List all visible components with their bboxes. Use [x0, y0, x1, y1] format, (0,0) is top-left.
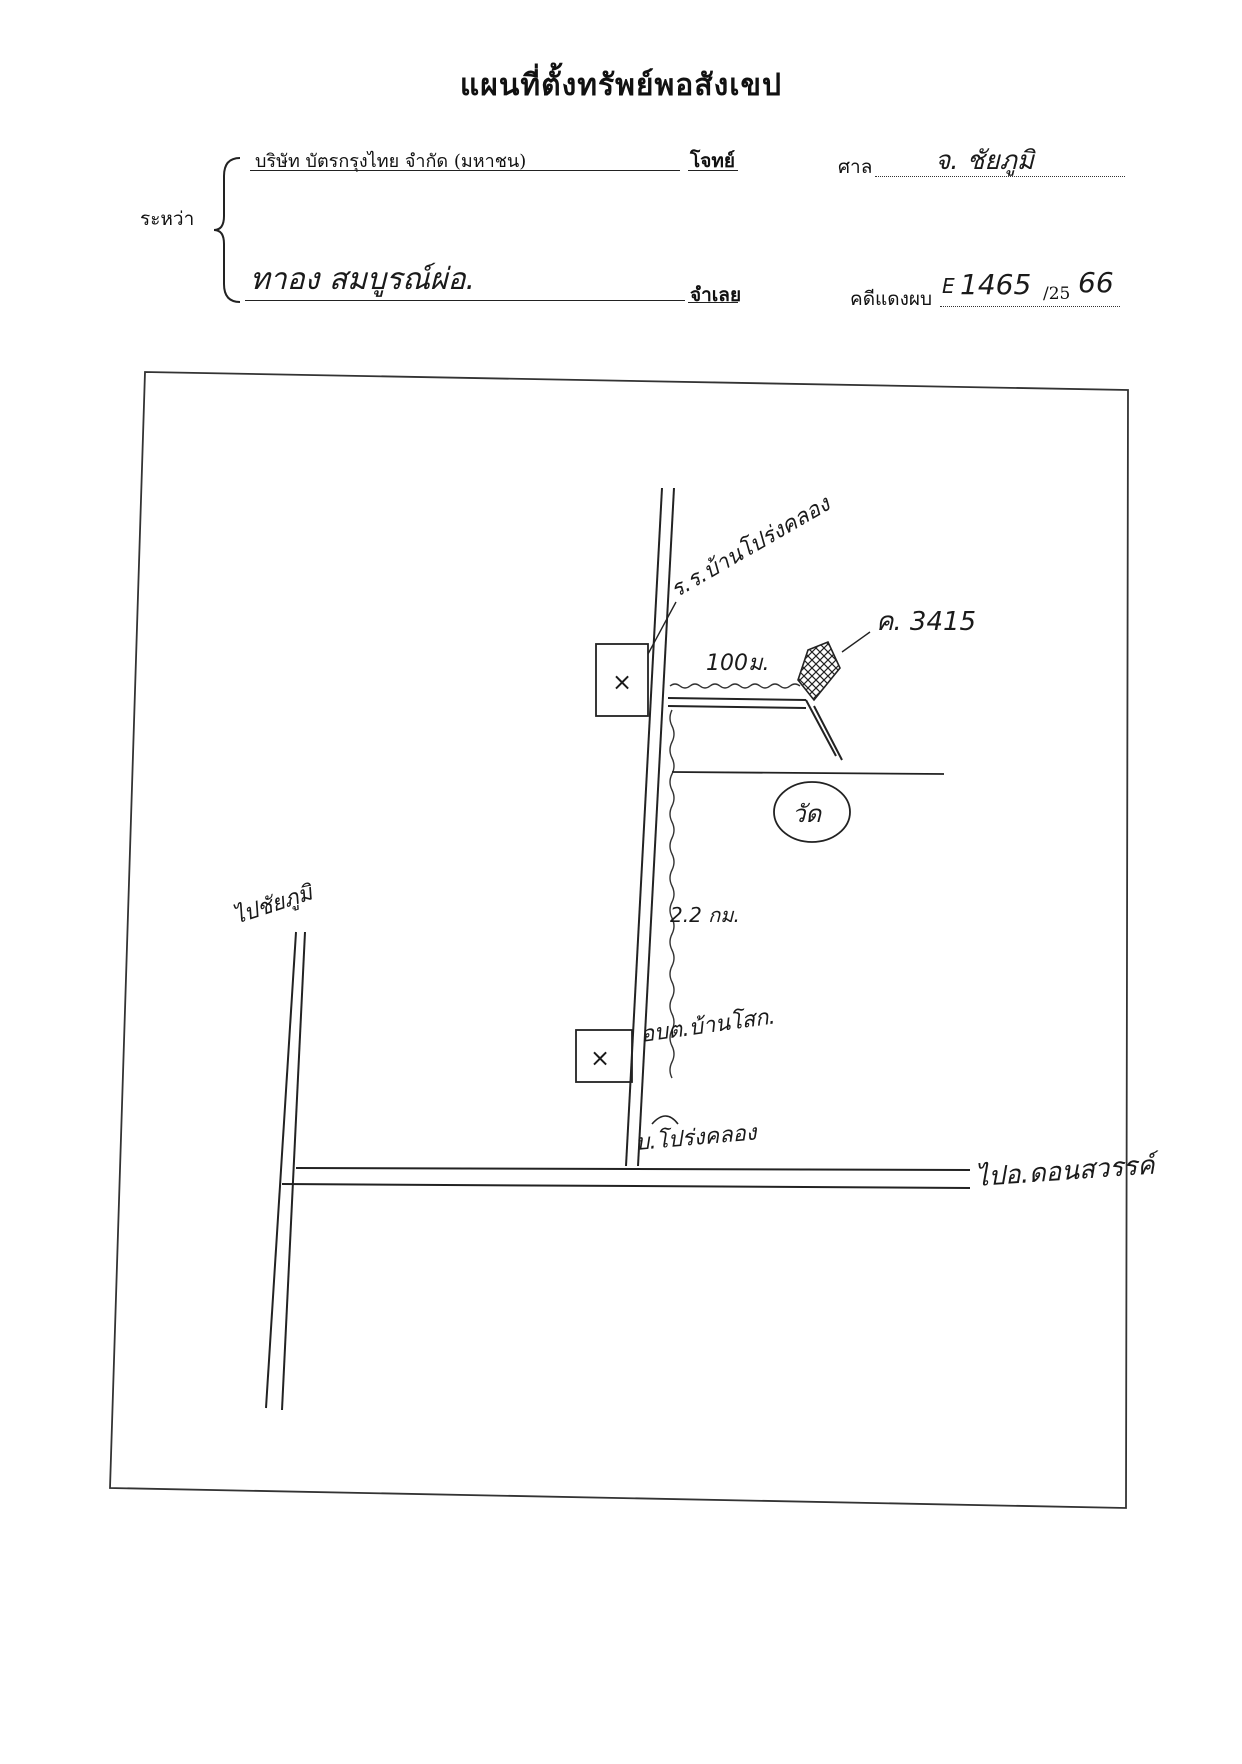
sao-box: [575, 1029, 633, 1083]
sao-box-mark: ×: [590, 1044, 610, 1072]
school-box: [595, 643, 649, 717]
court-label: ศาล: [838, 156, 873, 178]
to-dok-label: ไปอ.ดอนสวรรค์: [974, 1149, 1160, 1193]
school-box-mark: ×: [612, 668, 632, 696]
court-value: จ. ชัยภูมิ: [935, 146, 1034, 176]
road-distance-label: 2.2 กม.: [670, 903, 740, 927]
plaintiff-role-underline: [688, 170, 738, 171]
west-road-right-edge: [281, 931, 306, 1411]
case-number: 1465: [960, 268, 1032, 301]
deed-pointer: [841, 631, 871, 653]
east-road-top-edge: [295, 1167, 971, 1171]
to-chaiyaphum-label: ไปชัยภูมิ: [230, 879, 318, 930]
case-prefix: E: [942, 274, 955, 298]
distance-marker: [669, 683, 801, 689]
case-label: คดีแดงผบ: [850, 288, 933, 310]
main-road-right-edge: [637, 487, 675, 1167]
sao-label: อบต.บ้านโสก.: [639, 1003, 777, 1048]
school-pointer: [647, 601, 677, 655]
east-road-bottom-edge: [281, 1183, 971, 1189]
temple-label: วัด: [792, 800, 822, 828]
defendant-name: ทาอง สมบูรณ์ผ่อ.: [250, 262, 476, 297]
defendant-role: จำเลย: [690, 284, 742, 306]
junction-mark: [651, 1115, 679, 1125]
diagonal-lane-a: [805, 699, 837, 757]
diagonal-lane-b: [813, 705, 843, 761]
case-year: 66: [1078, 266, 1114, 299]
plaintiff-underline: [250, 170, 680, 171]
plaintiff-name: บริษัท บัตรกรุงไทย จำกัด (มหาชน): [255, 151, 527, 172]
temple-road: [671, 771, 945, 775]
distance-label: 100ม.: [706, 651, 770, 676]
brace-icon: [213, 157, 241, 303]
map-frame: [109, 371, 1129, 1509]
plaintiff-role: โจทย์: [690, 150, 735, 172]
case-dotted-line: [940, 306, 1120, 307]
west-road-left-edge: [265, 931, 297, 1409]
defendant-underline: [245, 300, 685, 301]
page-title: แผนที่ตั้งทรัพย์พอสังเขป: [459, 68, 783, 103]
court-dotted-line: [875, 176, 1125, 177]
deed-label: ค. 3415: [876, 607, 976, 637]
property-parcel: [797, 640, 841, 702]
case-mid: /25: [1043, 284, 1071, 304]
temple-circle: [773, 781, 851, 843]
junction-label: บ.โปร่งคลอง: [634, 1119, 760, 1156]
school-label: ร.ร.บ้านโปร่งคลอง: [666, 490, 836, 603]
property-lane-top: [667, 697, 807, 701]
defendant-role-underline: [688, 302, 738, 303]
between-label: ระหว่า: [140, 208, 195, 230]
property-lane-bottom: [667, 705, 807, 709]
